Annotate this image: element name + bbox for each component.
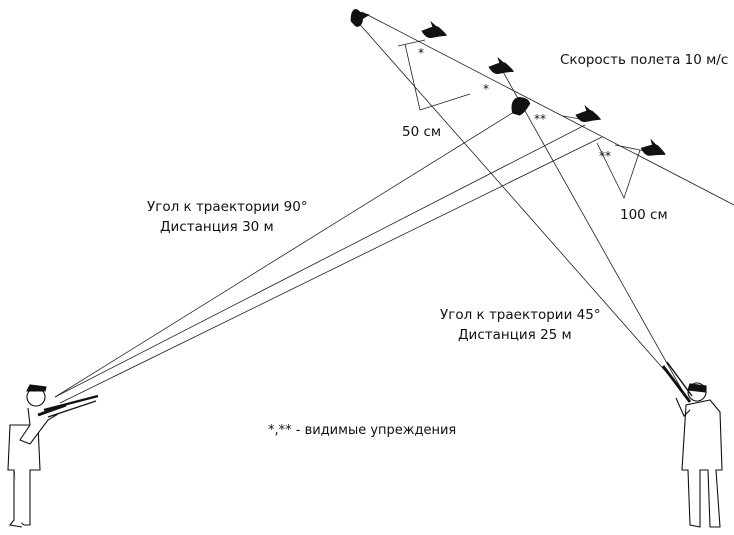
lead-50cm-tick bbox=[397, 39, 426, 47]
mark-single-bird3: * bbox=[483, 82, 489, 96]
bird-silhouette-6 bbox=[640, 138, 666, 156]
distance-30-label: Дистанция 30 м bbox=[160, 219, 274, 235]
flight-trajectory bbox=[361, 11, 734, 206]
distance-25-label: Дистанция 25 м bbox=[458, 327, 572, 343]
bird-silhouette-3 bbox=[488, 56, 515, 75]
lead-50cm-label: 50 см bbox=[402, 124, 442, 140]
mark-single-50cm: * bbox=[418, 46, 424, 60]
tracer-bird-5 bbox=[614, 144, 641, 151]
sight-line-left-2 bbox=[54, 124, 586, 398]
bird-silhouette-5 bbox=[575, 104, 602, 123]
sight-line-right-1 bbox=[355, 19, 683, 391]
mark-double-100cm: ** bbox=[599, 149, 611, 163]
bird-silhouette-4 bbox=[511, 97, 531, 116]
sight-line-left-3 bbox=[59, 136, 603, 404]
legend-text: *,** - видимые упреждения bbox=[268, 423, 457, 438]
hunter-right bbox=[661, 361, 723, 528]
sight-line-right-2 bbox=[501, 69, 683, 391]
speed-label: Скорость полета 10 м/с bbox=[560, 52, 729, 68]
lead-construction-50cm bbox=[404, 43, 471, 111]
hunter-left bbox=[7, 384, 99, 528]
angle-90-label: Угол к траектории 90° bbox=[147, 199, 308, 215]
angle-45-label: Угол к траектории 45° bbox=[440, 307, 601, 323]
mark-double-bird4: ** bbox=[534, 112, 546, 126]
bird-silhouette-1 bbox=[350, 9, 370, 27]
lead-construction-100cm bbox=[596, 142, 641, 200]
sight-line-left-1 bbox=[54, 106, 523, 398]
lead-100cm-label: 100 см bbox=[620, 207, 668, 223]
bird-silhouette-2 bbox=[421, 20, 448, 39]
